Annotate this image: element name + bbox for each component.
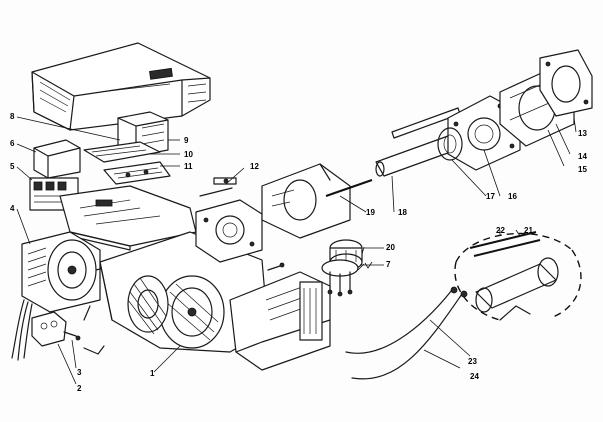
callout-10: 10	[184, 150, 193, 159]
callout-3: 3	[77, 368, 82, 377]
callout-22: 22	[496, 226, 505, 235]
air-intake-housing	[229, 271, 331, 371]
motor	[21, 231, 113, 313]
fan-wheel	[127, 275, 169, 335]
end-plate	[539, 49, 593, 117]
callout-20: 20	[386, 243, 395, 252]
callout-11: 11	[184, 162, 193, 171]
callout-19: 19	[366, 208, 375, 217]
ignition-rod	[325, 179, 373, 197]
callout-2: 2	[77, 384, 82, 393]
callout-7: 7	[386, 260, 391, 269]
gasket-ring	[437, 127, 463, 161]
callout-16: 16	[508, 192, 517, 201]
nozzle-holder	[321, 259, 359, 297]
detail-inset	[454, 231, 582, 321]
callout-5: 5	[10, 162, 15, 171]
callout-21: 21	[524, 226, 533, 235]
capacitor-small	[31, 311, 81, 347]
callout-24: 24	[470, 372, 479, 381]
callout-1: 1	[150, 369, 155, 378]
ignition-cables	[345, 286, 468, 380]
oil-pump	[195, 199, 263, 263]
callout-23: 23	[468, 357, 477, 366]
leader-lines-nozzle	[360, 247, 384, 269]
burner-cover	[31, 42, 211, 131]
burner-body	[261, 163, 351, 239]
motor-cable	[11, 299, 33, 361]
callout-8: 8	[10, 112, 15, 121]
callout-labels: 1 2 3 4 5 6 7 8 9 10 11 12 13 14 15 16 1…	[10, 112, 587, 393]
callout-12: 12	[250, 162, 259, 171]
callout-6: 6	[10, 139, 15, 148]
callout-14: 14	[578, 152, 587, 161]
callout-9: 9	[184, 136, 189, 145]
terminal-plates	[83, 141, 171, 185]
callout-15: 15	[578, 165, 587, 174]
bracket-linkage	[199, 177, 237, 197]
leader-lines	[16, 116, 577, 385]
callout-18: 18	[398, 208, 407, 217]
misc-screws	[83, 262, 285, 355]
callout-4: 4	[10, 204, 15, 213]
callout-13: 13	[578, 129, 587, 138]
callout-17: 17	[486, 192, 495, 201]
capacitor-box	[33, 139, 81, 179]
